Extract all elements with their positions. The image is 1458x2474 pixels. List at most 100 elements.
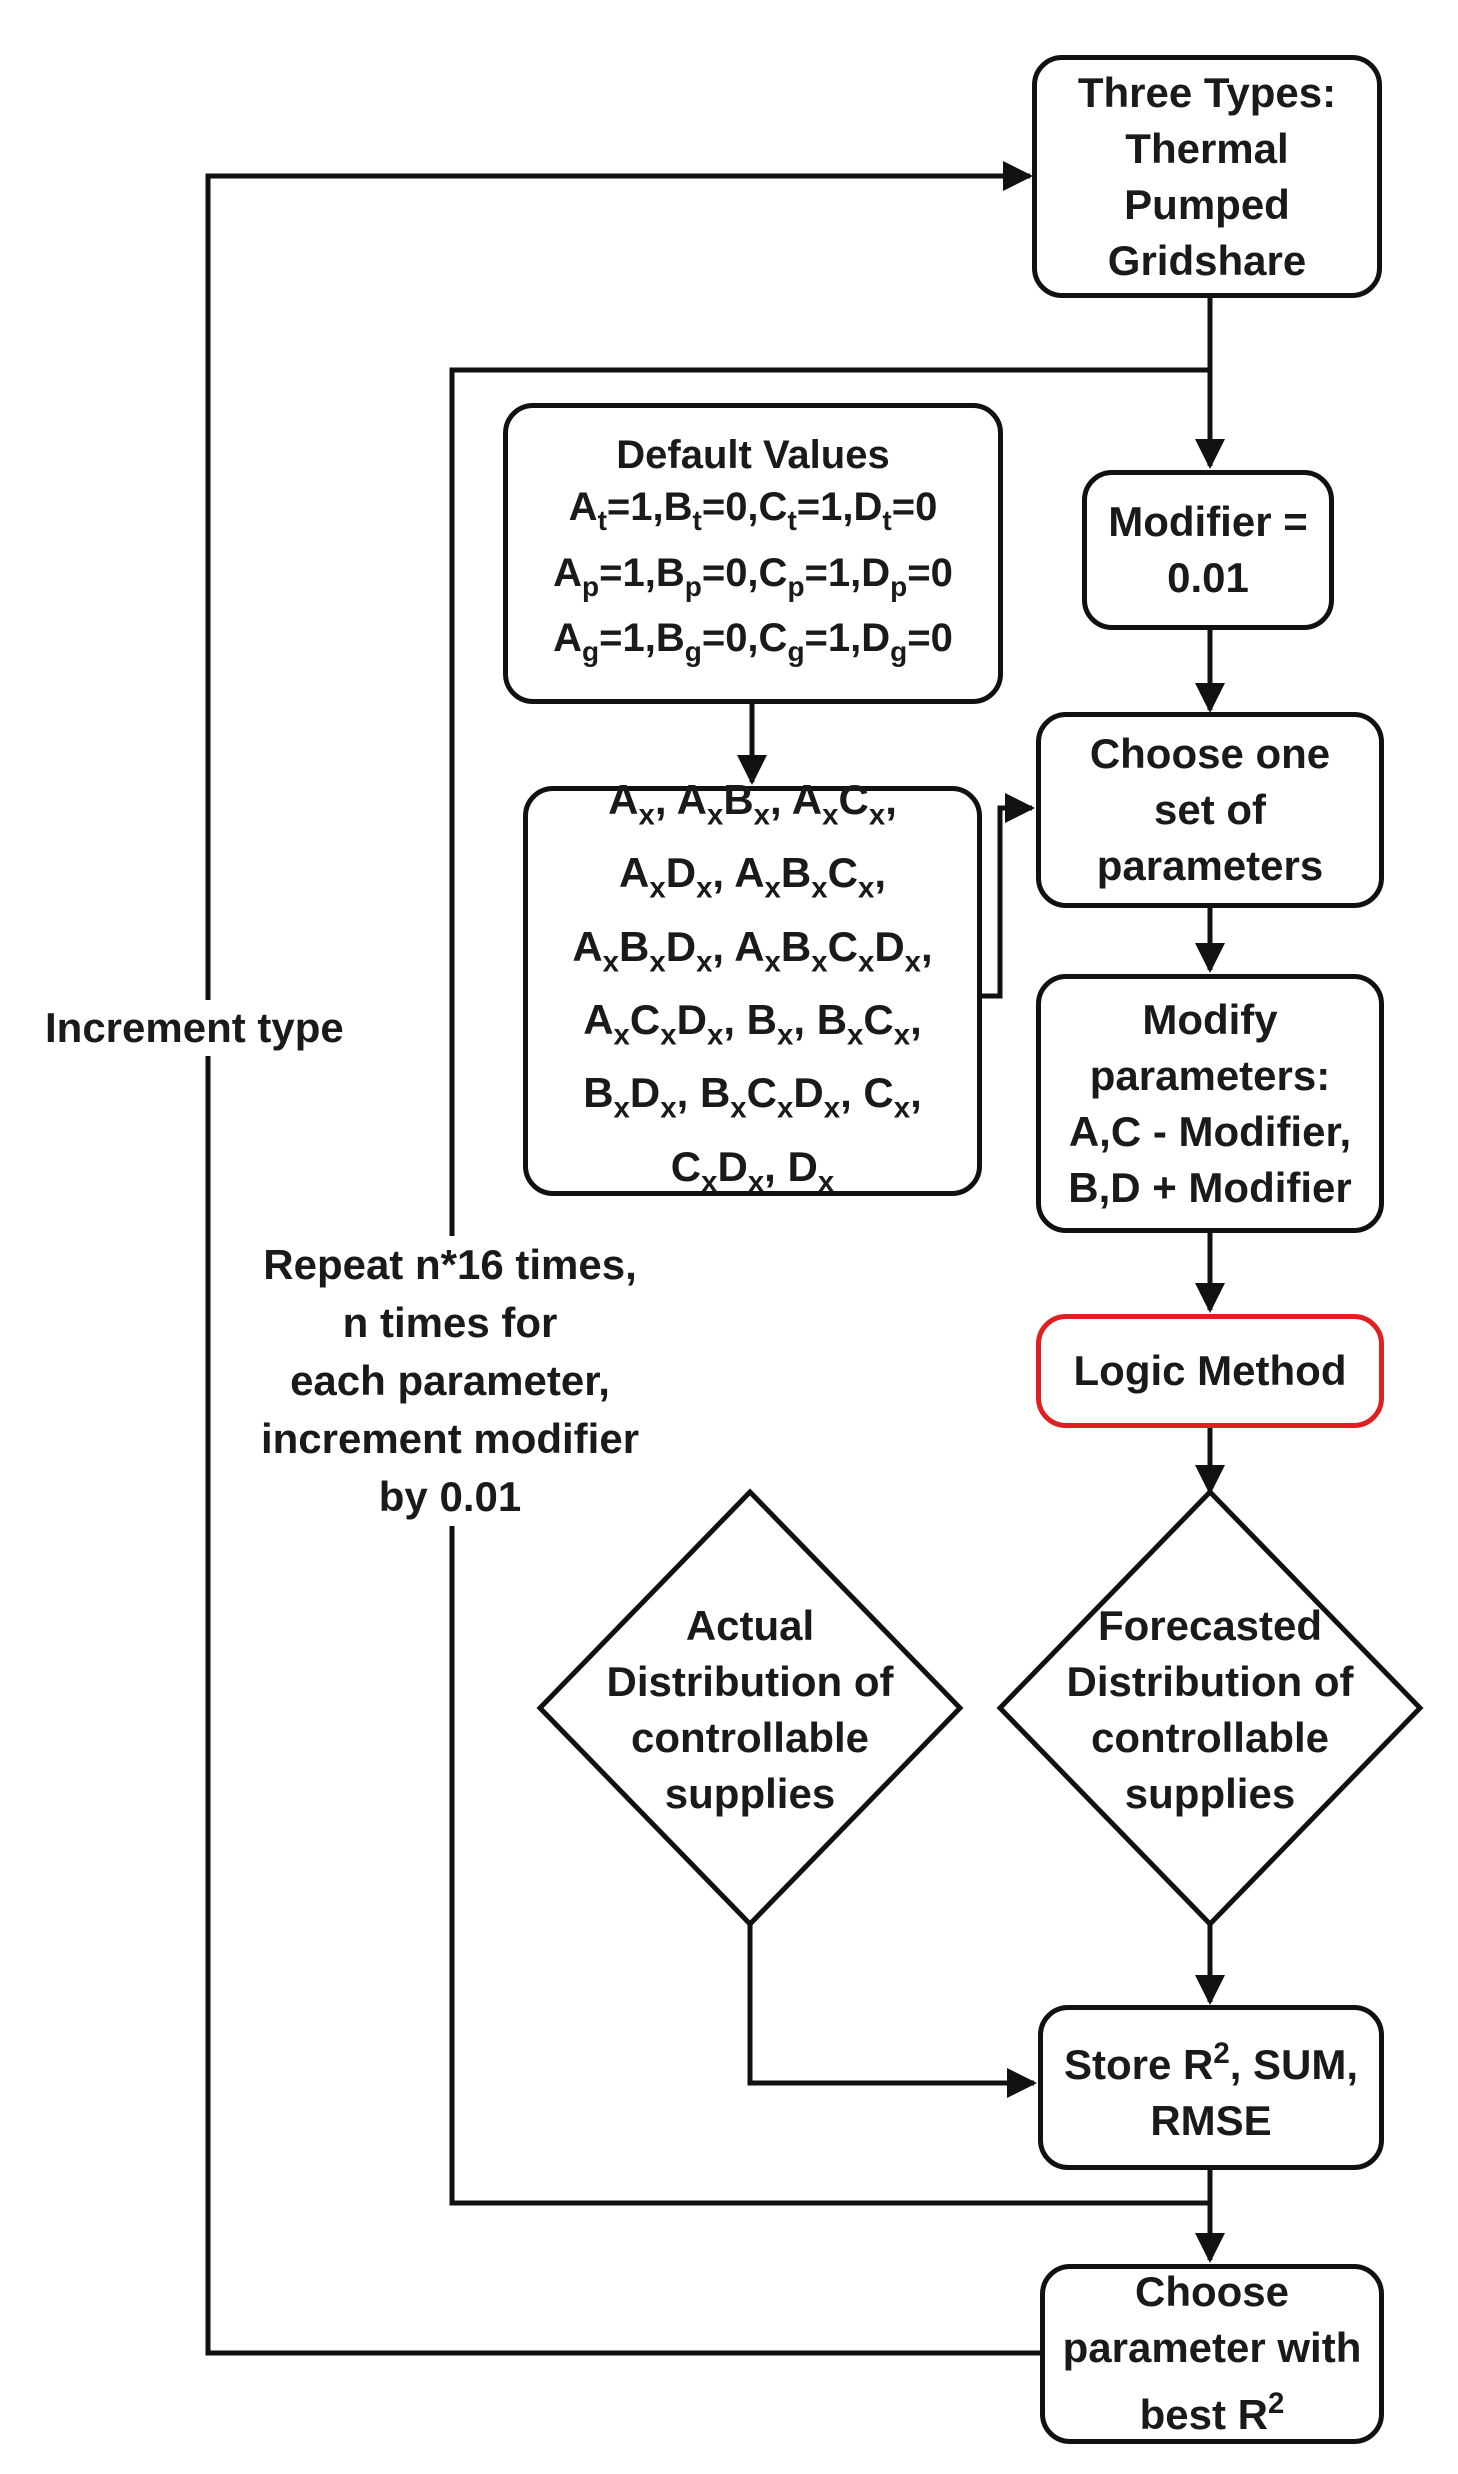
param-letter: A [676, 776, 707, 824]
param-letter: B [619, 922, 650, 970]
types-box: Three Types: Thermal Pumped Gridshare [1032, 55, 1382, 298]
param-letter: C [758, 484, 788, 529]
choose-best-line: parameter with [1062, 2324, 1362, 2372]
store-results-box: Store R2, SUM, RMSE [1038, 2005, 1384, 2170]
actual-distribution-diamond [536, 1488, 964, 1928]
forecast-line: Forecasted [1097, 1602, 1323, 1649]
choose-set-line: parameters [1096, 842, 1324, 889]
combination-term: Bx [747, 996, 794, 1051]
param-letter: B [583, 1069, 614, 1117]
param-value: =1, [606, 484, 664, 529]
param-letter: B [780, 849, 812, 897]
store-line-2: RMSE [1150, 2097, 1272, 2145]
param-value: =0 [907, 550, 953, 595]
param-letter: B [655, 550, 685, 595]
combination-line: AxBxDx, AxBxCxDx, [572, 918, 932, 991]
param-value: =0, [701, 484, 759, 529]
combination-separator: , [712, 922, 735, 970]
param-value: =0, [701, 550, 759, 595]
repeat-line: n times for [342, 1299, 558, 1346]
param-subscript: x [811, 945, 828, 978]
param-letter: A [553, 550, 582, 595]
param-letter: A [583, 996, 614, 1043]
param-subscript: x [660, 1018, 677, 1052]
param-letter: D [665, 849, 697, 897]
param-subscript: x [857, 871, 875, 905]
modify-line: Modify [1142, 995, 1278, 1043]
combination-separator: , [874, 849, 886, 897]
param-letter: C [863, 996, 894, 1043]
param-subscript: x [893, 1091, 911, 1125]
param-subscript: x [817, 1164, 835, 1198]
logic-method-box: Logic Method [1036, 1314, 1384, 1428]
store-sup: 2 [1213, 2036, 1230, 2070]
param-subscript: x [868, 798, 886, 832]
param-subscript: x [638, 798, 655, 832]
param-letter: C [758, 616, 788, 661]
param-subscript: x [764, 945, 781, 978]
choose-set-box: Choose one set of parameters [1036, 712, 1384, 908]
param-subscript: x [753, 798, 771, 832]
param-letter: A [734, 922, 765, 970]
param-letter: A [791, 776, 823, 824]
param-subscript: p [890, 570, 908, 602]
combination-separator: , [921, 922, 933, 970]
forecast-line: supplies [1124, 1770, 1296, 1817]
param-letter: C [670, 1142, 702, 1190]
param-letter: B [780, 922, 812, 970]
modify-line: A,C - Modifier, [1068, 1107, 1352, 1155]
choose-best-text: best R [1139, 2391, 1268, 2439]
param-letter: C [827, 922, 858, 970]
param-subscript: x [893, 1018, 911, 1052]
param-subscript: x [777, 1018, 794, 1052]
param-subscript: x [747, 1164, 765, 1198]
param-value: =0 [907, 616, 953, 661]
connector-increment-type-loop [205, 161, 1040, 2356]
combination-term: AxBxCxDx [734, 922, 921, 978]
combination-separator: , [654, 776, 677, 824]
param-value: =1, [599, 550, 656, 595]
actual-line: Distribution of [606, 1658, 894, 1705]
combination-term: AxDx [619, 849, 712, 904]
modify-line: B,D + Modifier [1068, 1163, 1352, 1211]
param-letter: A [619, 849, 650, 897]
param-subscript: x [777, 1091, 794, 1125]
store-text: Store R [1063, 2041, 1214, 2089]
combination-separator: , [764, 1142, 788, 1190]
param-letter: D [717, 1142, 748, 1190]
param-value: =0 [891, 484, 938, 529]
param-subscript: x [847, 1018, 864, 1052]
param-subscript: x [696, 871, 713, 905]
combination-line: AxDx, AxBxCx, [572, 844, 932, 917]
param-value: =1, [804, 616, 862, 661]
choose-set-line: set of [1153, 786, 1266, 833]
param-letter: D [676, 996, 707, 1043]
combination-separator: , [723, 996, 747, 1043]
actual-line: Actual [685, 1602, 815, 1649]
choose-best-box: Choose parameter with best R2 [1040, 2264, 1384, 2444]
param-letter: D [861, 550, 891, 595]
param-subscript: g [787, 636, 805, 668]
combination-separator: , [676, 1069, 700, 1117]
default-values-title: Default Values [616, 432, 890, 477]
param-subscript: x [904, 945, 922, 978]
param-subscript: x [764, 871, 781, 905]
choose-best-sup: 2 [1268, 2387, 1285, 2421]
combination-term: Ax [608, 776, 655, 831]
param-subscript: x [706, 798, 724, 832]
param-subscript: x [660, 1091, 677, 1125]
param-subscript: g [684, 636, 702, 668]
forecast-line: Distribution of [1066, 1658, 1354, 1705]
choose-best-line: Choose [1134, 2268, 1289, 2316]
combination-separator: , [885, 776, 897, 824]
param-letter: C [758, 550, 788, 595]
param-subscript: x [822, 798, 839, 832]
actual-line: controllable [630, 1714, 870, 1761]
param-subscript: t [787, 504, 797, 536]
param-letter: D [787, 1142, 818, 1190]
combination-line: AxCxDx, Bx, BxCx, [572, 991, 932, 1064]
param-value: =0, [701, 616, 759, 661]
